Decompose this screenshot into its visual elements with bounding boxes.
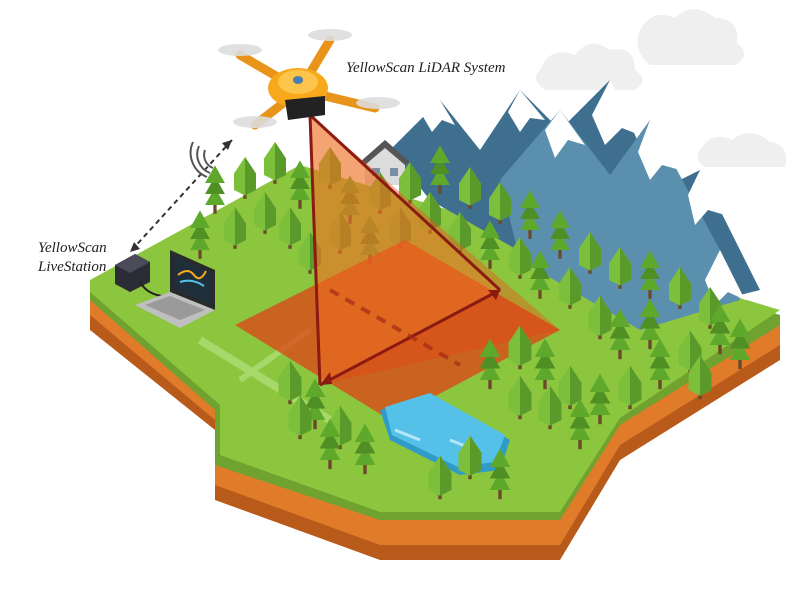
laptop-icon	[135, 250, 215, 328]
tree-icon	[569, 398, 591, 450]
tree-icon	[609, 247, 631, 289]
cloud-icon	[536, 9, 786, 167]
livestation-label-line2: LiveStation	[38, 259, 107, 275]
tree-icon	[458, 435, 482, 480]
forest-back	[190, 142, 721, 329]
tree-icon	[588, 295, 612, 340]
tree-icon	[550, 210, 570, 259]
tree-icon	[558, 365, 582, 410]
tree-icon	[589, 373, 611, 425]
tree-icon	[459, 167, 481, 209]
livestation-label-line1: YellowScan	[38, 240, 107, 256]
lidar-scan-beam	[235, 113, 560, 420]
tree-icon	[520, 190, 540, 239]
tree-icon	[508, 325, 532, 370]
tree-icon	[480, 220, 500, 269]
tree-icon	[449, 212, 471, 254]
tree-icon	[729, 318, 751, 370]
tree-icon	[190, 210, 210, 259]
tree-icon	[224, 207, 246, 249]
tree-icon	[340, 175, 360, 224]
tree-icon	[288, 395, 312, 440]
tree-icon	[489, 182, 511, 224]
tree-icon	[319, 147, 341, 189]
wifi-signal-icon	[189, 141, 214, 178]
tree-icon	[205, 165, 225, 214]
tree-icon	[264, 142, 286, 184]
tree-icon	[530, 250, 550, 299]
tree-icon	[354, 423, 376, 475]
tree-icon	[618, 365, 642, 410]
tree-icon	[688, 355, 712, 400]
drone-icon	[218, 29, 400, 130]
tree-icon	[649, 338, 671, 390]
tree-icon	[428, 455, 452, 500]
tree-icon	[389, 207, 411, 249]
tree-icon	[360, 215, 380, 264]
tree-icon	[369, 172, 391, 214]
tree-icon	[479, 338, 501, 390]
tree-icon	[278, 360, 302, 405]
tree-icon	[319, 418, 341, 470]
tree-icon	[254, 192, 276, 234]
tree-icon	[489, 448, 511, 500]
livestation-label: YellowScan LiveStation	[38, 239, 107, 277]
tree-icon	[509, 237, 531, 279]
tree-icon	[709, 303, 731, 355]
tree-icon	[234, 157, 256, 199]
lidar-system-label: YellowScan LiDAR System	[346, 60, 506, 76]
tree-icon	[329, 212, 351, 254]
tree-icon	[640, 250, 660, 299]
tree-icon	[559, 267, 581, 309]
tree-icon	[430, 145, 450, 194]
forest-front	[278, 295, 751, 500]
tree-icon	[399, 162, 421, 204]
tree-icon	[669, 267, 691, 309]
tree-icon	[534, 338, 556, 390]
tree-icon	[279, 207, 301, 249]
tree-icon	[508, 375, 532, 420]
tree-icon	[579, 232, 601, 274]
tree-icon	[639, 298, 661, 350]
tree-icon	[290, 160, 310, 209]
wireless-link	[129, 139, 233, 253]
tree-icon	[609, 308, 631, 360]
tree-icon	[538, 385, 562, 430]
